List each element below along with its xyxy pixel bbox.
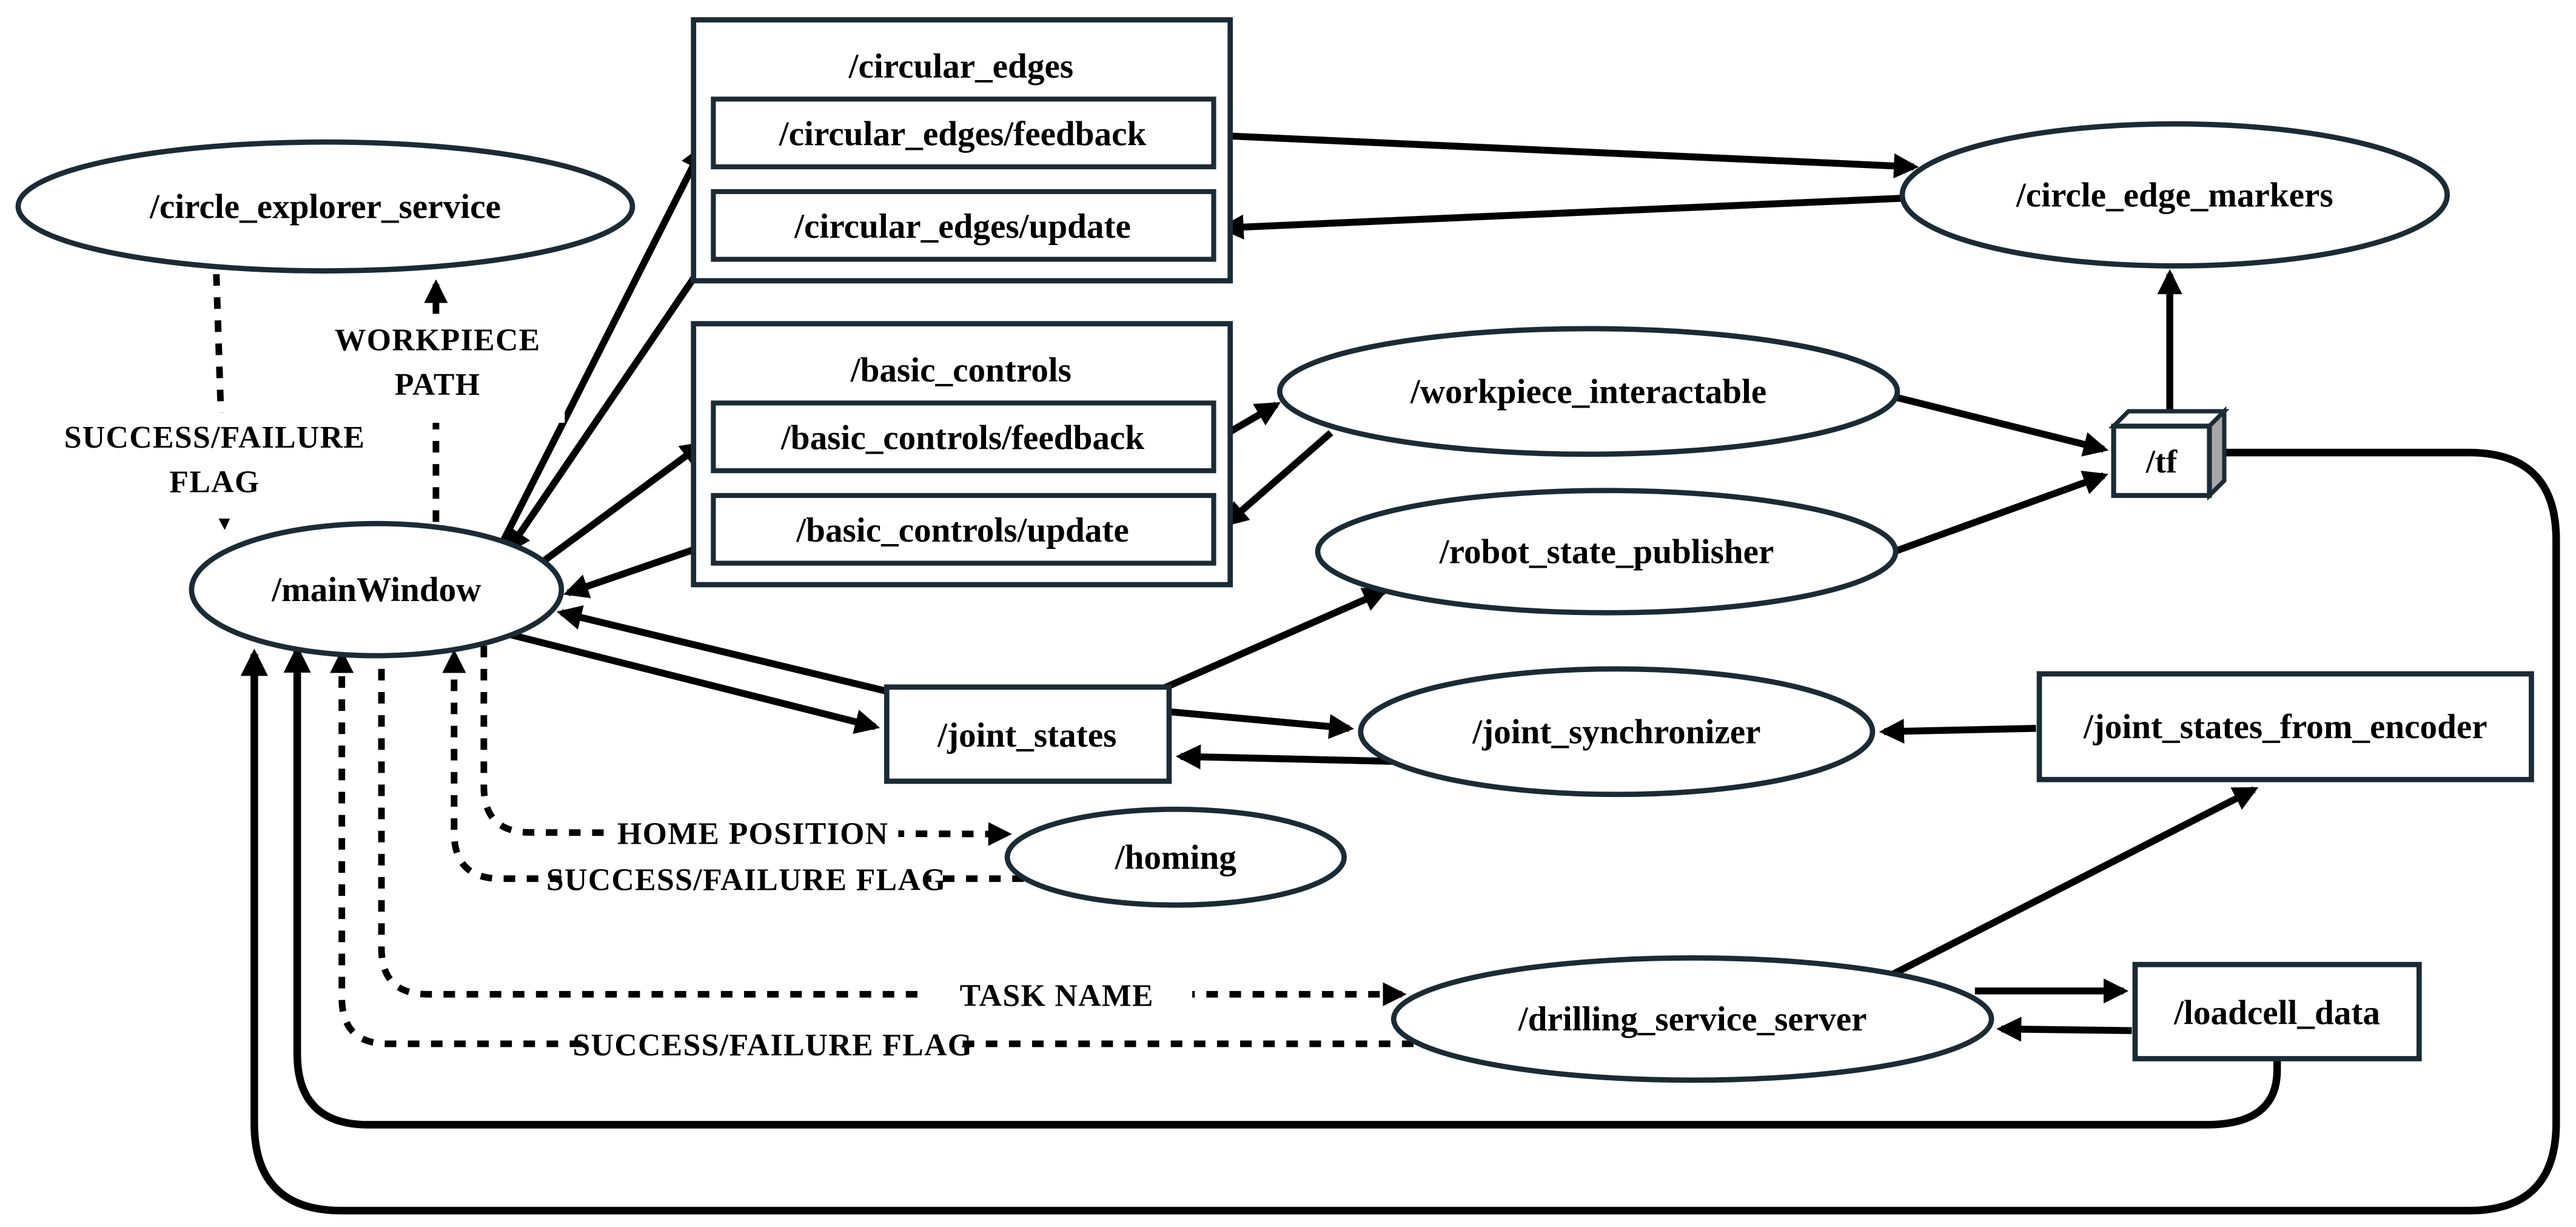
joint-states-from-encoder-box — [2036, 671, 2534, 782]
edge-workpiece-interactable-to-tf — [1891, 392, 2109, 457]
success-failure-service-label-line2: FLAG — [169, 465, 260, 499]
edge-circular-edges-update-to-mainwindow — [505, 242, 720, 554]
circular-edges-title: /circular_edges — [848, 47, 1073, 86]
node-robot-state-publisher: /robot_state_publisher — [1315, 488, 1899, 616]
workpiece-interactable-ellipse — [1277, 326, 1900, 457]
circle-explorer-service-label: /circle_explorer_service — [149, 187, 501, 226]
tf-label: /tf — [2145, 443, 2178, 480]
workpiece-path-label-bg — [310, 317, 565, 423]
success-failure-drilling-label: SUCCESS/FAILURE FLAG — [572, 1028, 973, 1063]
node-basic-controls-group: /basic_controls /basic_controls/feedback… — [691, 321, 1233, 588]
joint-states-label: /joint_states — [937, 716, 1116, 755]
basic-controls-update-box — [711, 492, 1216, 566]
success-failure-homing-label: SUCCESS/FAILURE FLAG — [546, 863, 947, 898]
home-position-label-bg — [608, 812, 899, 853]
joint-synchronizer-label: /joint_synchronizer — [1472, 713, 1760, 751]
edge-drilling-to-encoder — [1891, 786, 2259, 978]
drilling-service-server-ellipse — [1390, 955, 1994, 1083]
solid-edges — [240, 132, 2560, 1215]
tf-box — [2111, 423, 2212, 499]
node-circle-explorer-service: /circle_explorer_service — [15, 139, 636, 274]
edge-joint-states-to-robot-state-publisher — [1161, 588, 1389, 692]
homing-ellipse — [1004, 806, 1347, 908]
edge-loadcell-loop-to-mainwindow — [283, 645, 2281, 1129]
success-failure-drilling-label-bg — [591, 1024, 954, 1064]
edge-circle-edge-markers-to-circular-edges-update — [1218, 195, 1904, 240]
edge-mainwindow-to-basic-controls-feedback — [529, 441, 706, 573]
edge-circular-edges-feedback-to-circle-edge-markers — [1216, 132, 1919, 179]
circular-edges-update-label: /circular_edges/update — [794, 207, 1131, 246]
node-circular-edges-group: /circular_edges /circular_edges/feedback… — [691, 17, 1233, 284]
task-name-label: TASK NAME — [960, 978, 1154, 1013]
basic-controls-feedback-box — [711, 400, 1216, 474]
success-failure-homing-label-bg — [565, 858, 928, 899]
node-joint-synchronizer: /joint_synchronizer — [1358, 666, 1876, 798]
circular-edges-feedback-label: /circular_edges/feedback — [779, 115, 1147, 153]
edge-joint-synchronizer-to-joint-states — [1175, 744, 1396, 770]
circular-edges-feedback-box — [711, 96, 1216, 170]
basic-controls-feedback-label: /basic_controls/feedback — [780, 419, 1144, 457]
node-joint-states-from-encoder: /joint_states_from_encoder — [2036, 671, 2534, 782]
node-workpiece-interactable: /workpiece_interactable — [1277, 326, 1900, 457]
circle-explorer-service-ellipse — [15, 139, 636, 274]
home-position-label: HOME POSITION — [617, 816, 888, 851]
edge-mainwindow-to-homing-home-position — [480, 645, 1012, 846]
node-circle-edge-markers: /circle_edge_markers — [1899, 121, 2450, 269]
joint-states-box — [884, 684, 1172, 784]
robot-state-publisher-ellipse — [1315, 488, 1899, 616]
circle-edge-markers-label: /circle_edge_markers — [2016, 176, 2333, 214]
edge-mainwindow-to-drilling-task-name — [378, 645, 1407, 1006]
joint-states-from-encoder-label: /joint_states_from_encoder — [2083, 708, 2487, 746]
workpiece-interactable-label: /workpiece_interactable — [1410, 372, 1766, 411]
edge-mainwindow-to-circular-edges-feedback — [497, 144, 705, 548]
basic-controls-title: /basic_controls — [850, 351, 1072, 389]
edge-loadcell-to-drilling — [1996, 1017, 2132, 1042]
main-window-label: /mainWindow — [271, 571, 481, 609]
edge-tf-loop-to-mainwindow — [240, 448, 2560, 1215]
loadcell-data-box — [2132, 961, 2422, 1061]
joint-synchronizer-ellipse — [1358, 666, 1876, 798]
node-drilling-service-server: /drilling_service_server — [1390, 955, 1994, 1083]
edge-workpiece-interactable-to-basic-controls-update — [1223, 430, 1333, 527]
node-loadcell-data: /loadcell_data — [2132, 961, 2422, 1061]
workpiece-path-label-line1: WORKPIECE — [335, 323, 541, 357]
workpiece-path-label-line2: PATH — [395, 368, 480, 402]
circle-edge-markers-ellipse — [1899, 121, 2450, 269]
edge-joint-states-to-joint-synchronizer — [1170, 708, 1354, 739]
node-joint-states: /joint_states — [884, 684, 1172, 784]
robot-state-publisher-label: /robot_state_publisher — [1439, 533, 1774, 571]
node-main-window: /mainWindow — [189, 520, 565, 659]
edge-joint-states-to-mainwindow — [556, 605, 891, 696]
basic-controls-update-label: /basic_controls/update — [796, 511, 1129, 550]
edge-encoder-to-joint-synchronizer — [1879, 719, 2036, 744]
main-window-ellipse — [189, 520, 565, 659]
circular-edges-update-box — [711, 189, 1216, 262]
node-homing: /homing — [1004, 806, 1347, 908]
success-failure-service-label-line1: SUCCESS/FAILURE — [64, 420, 366, 455]
homing-label: /homing — [1115, 838, 1237, 876]
success-failure-service-label-bg — [33, 412, 397, 519]
node-tf: /tf — [2108, 406, 2230, 501]
edge-homing-to-mainwindow-flag — [442, 649, 1024, 882]
edge-mainwindow-to-joint-states — [508, 631, 880, 735]
task-name-label-bg — [921, 974, 1193, 1014]
drilling-service-server-label: /drilling_service_server — [1518, 1000, 1867, 1038]
edge-robot-state-publisher-to-tf — [1893, 471, 2108, 555]
edge-drilling-to-mainwindow-flag — [330, 649, 1414, 1047]
edge-labels: WORKPIECE PATH SUCCESS/FAILURE FLAG HOME… — [33, 317, 1193, 1064]
loadcell-data-label: /loadcell_data — [2173, 993, 2380, 1032]
